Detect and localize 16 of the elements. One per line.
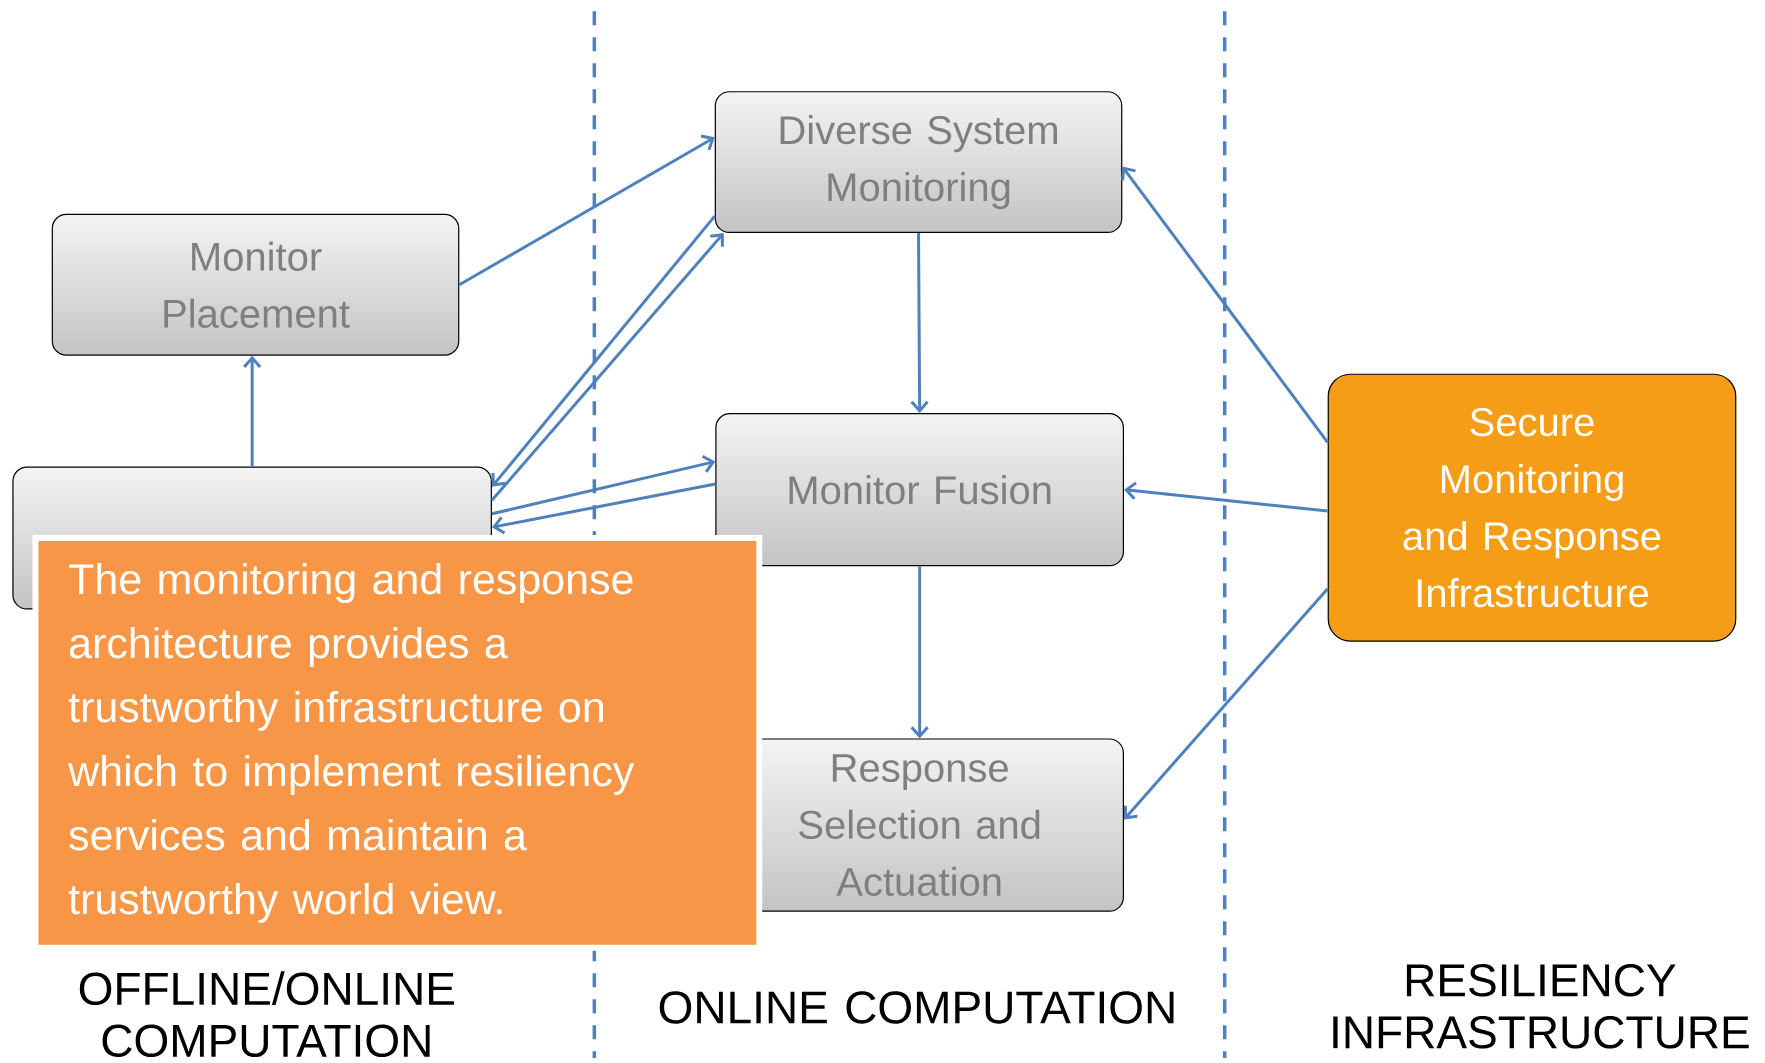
column-label: RESILIENCY INFRASTRUCTURE bbox=[1333, 964, 1749, 1049]
arrow bbox=[243, 355, 262, 467]
process-box: Secure Monitoring and Response Infrastructure bbox=[1327, 373, 1737, 642]
process-box: Diverse System Monitoring bbox=[714, 91, 1123, 234]
arrow bbox=[491, 482, 716, 535]
arrow bbox=[458, 134, 715, 287]
arrow bbox=[1121, 166, 1329, 444]
arrow bbox=[910, 566, 929, 739]
process-box: Monitor Fusion bbox=[715, 413, 1124, 567]
arrow bbox=[491, 454, 716, 516]
process-box: Monitor Placement bbox=[51, 213, 460, 356]
column-label: ONLINE COMPUTATION bbox=[659, 991, 1174, 1024]
arrow bbox=[1123, 587, 1329, 820]
arrow bbox=[910, 233, 929, 414]
arrow bbox=[1124, 481, 1328, 513]
callout-box: The monitoring and response architecture provides a trustworthy infrastructure on which to implement resiliency services and maintain a trustworthy world view. bbox=[32, 535, 763, 951]
